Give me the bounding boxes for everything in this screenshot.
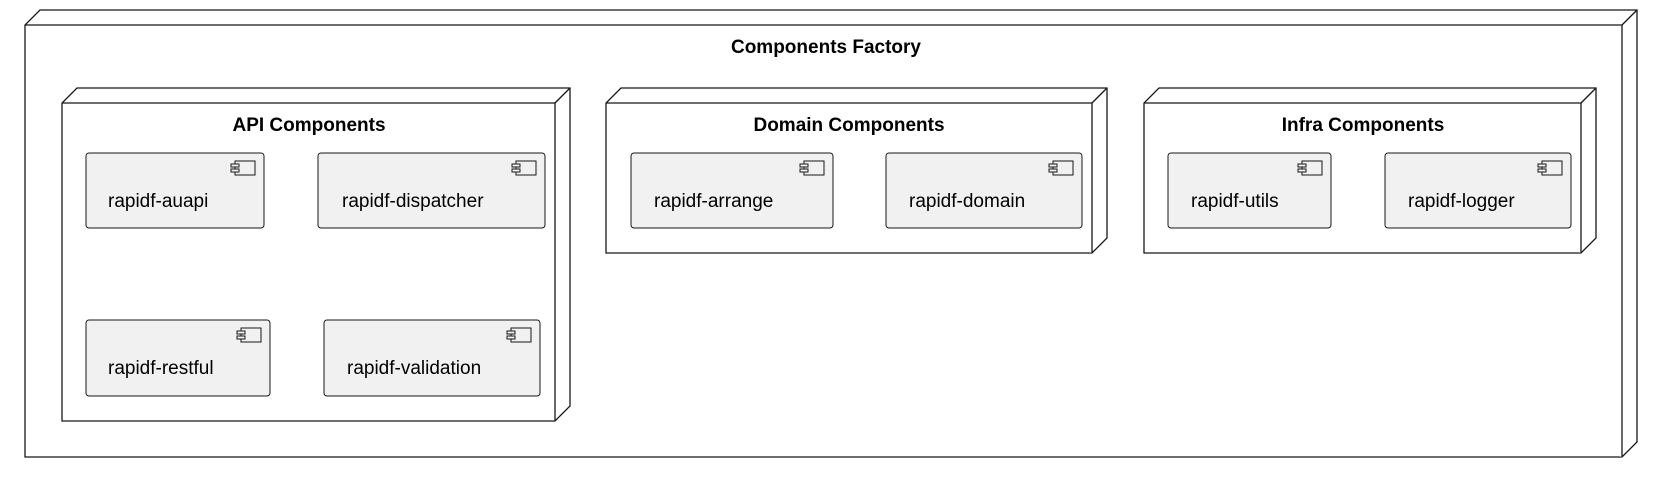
component-rapidf-utils: rapidf-utils	[1167, 152, 1332, 229]
component-icon	[511, 160, 537, 176]
component-icon	[506, 327, 532, 343]
component-rapidf-restful: rapidf-restful	[85, 319, 271, 397]
component-icon	[230, 160, 256, 176]
component-icon	[1048, 160, 1074, 176]
api-components-node: API Components rapidf-auapi rapidf-dispa…	[61, 87, 571, 422]
component-label: rapidf-restful	[108, 358, 214, 379]
component-label: rapidf-utils	[1191, 191, 1279, 212]
component-label: rapidf-auapi	[108, 191, 208, 212]
component-label: rapidf-logger	[1408, 191, 1515, 212]
component-label: rapidf-validation	[347, 358, 481, 379]
component-rapidf-arrange: rapidf-arrange	[630, 152, 834, 229]
components-factory-title: Components Factory	[731, 37, 921, 58]
component-rapidf-validation: rapidf-validation	[323, 319, 541, 397]
component-label: rapidf-dispatcher	[342, 191, 484, 212]
component-rapidf-domain: rapidf-domain	[885, 152, 1083, 229]
component-rapidf-dispatcher: rapidf-dispatcher	[317, 152, 546, 229]
component-rapidf-auapi: rapidf-auapi	[85, 152, 265, 229]
infra-components-node: Infra Components rapidf-utils rapidf-log…	[1143, 87, 1597, 254]
component-label: rapidf-domain	[909, 191, 1025, 212]
domain-components-node: Domain Components rapidf-arrange rapidf-…	[605, 87, 1108, 254]
component-rapidf-logger: rapidf-logger	[1384, 152, 1572, 229]
domain-components-title: Domain Components	[753, 115, 944, 136]
infra-components-title: Infra Components	[1282, 115, 1445, 136]
component-icon	[236, 327, 262, 343]
component-label: rapidf-arrange	[654, 191, 773, 212]
component-icon	[799, 160, 825, 176]
api-components-title: API Components	[232, 115, 385, 136]
component-icon	[1297, 160, 1323, 176]
component-icon	[1537, 160, 1563, 176]
